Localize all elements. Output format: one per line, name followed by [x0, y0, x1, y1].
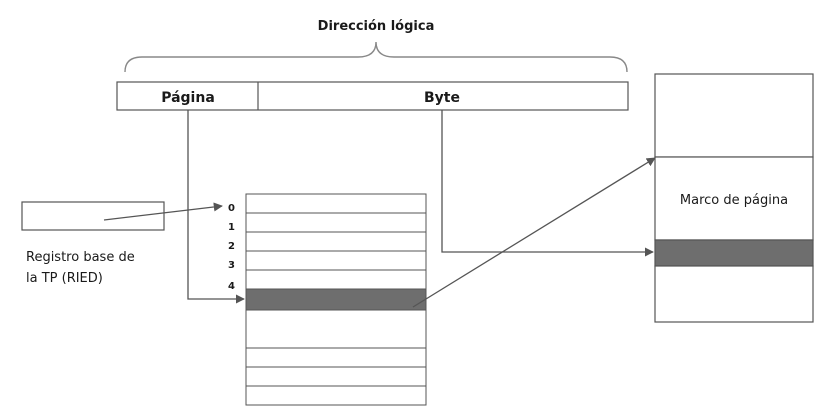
page-table-index: 4 — [228, 281, 235, 292]
arrow-base-register-to-table — [103, 202, 223, 221]
byte-field-label: Byte — [424, 90, 460, 106]
logical-address-register — [116, 81, 629, 111]
base-register-label-line2: la TP (RIED) — [26, 271, 103, 286]
logical-address-title: Dirección lógica — [318, 19, 435, 34]
arrow-page-to-table-entry — [187, 110, 245, 304]
page-table-entry — [245, 193, 427, 214]
memory-block — [654, 73, 814, 158]
page-table-entry — [245, 347, 427, 368]
page-table-entry — [245, 231, 427, 252]
page-frame — [654, 156, 814, 241]
arrow-byte-to-frame-offset — [441, 110, 654, 257]
page-frame-label: Marco de página — [680, 193, 788, 208]
page-table-entry — [245, 250, 427, 271]
physical-memory — [654, 73, 814, 323]
page-frame-target-byte — [654, 239, 814, 267]
arrow-entry-to-frame — [412, 157, 656, 308]
page-table-entry — [245, 269, 427, 290]
page-table-index: 0 — [228, 203, 235, 214]
page-table-entry — [245, 366, 427, 387]
page-table — [245, 193, 427, 406]
memory-block — [654, 265, 814, 323]
base-register-label-line1: Registro base de — [26, 250, 135, 265]
page-table-index: 2 — [228, 241, 235, 252]
page-table-entry — [245, 212, 427, 233]
page-table-entry — [245, 385, 427, 406]
page-table-index: 3 — [228, 260, 235, 271]
page-field-label: Página — [161, 90, 215, 106]
page-table-entry-highlighted — [245, 288, 427, 311]
logical-address-brace — [124, 41, 628, 73]
page-table-index: 1 — [228, 222, 235, 233]
page-table-entry — [245, 309, 427, 349]
